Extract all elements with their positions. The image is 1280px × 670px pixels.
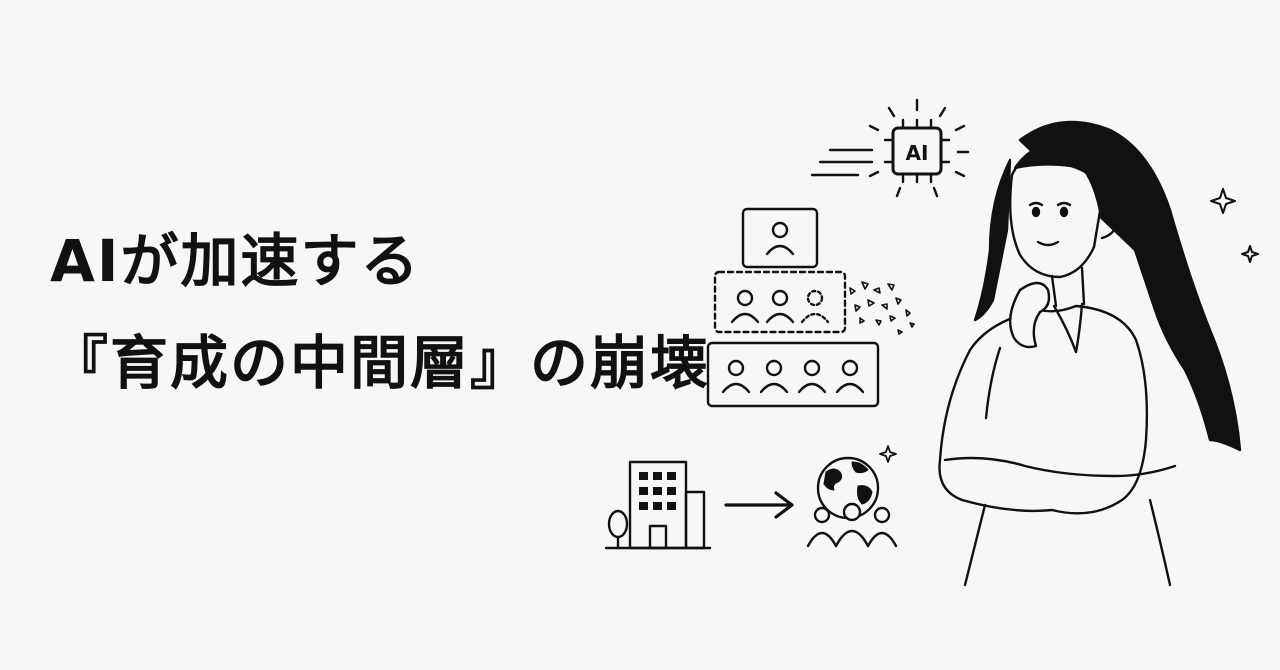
ai-chip-icon: AI [810,98,970,198]
office-building-icon [604,460,712,550]
sparkle-icon [1210,188,1259,263]
ai-chip-label: AI [906,141,929,165]
globe-people-icon [806,445,898,548]
headline-line-2: 『育成の中間層』の崩壊 [50,329,711,397]
org-pyramid-icon [706,207,915,408]
arrow-right-icon [724,491,794,519]
thinking-woman-illustration [938,120,1242,587]
headline: AIが加速する 『育成の中間層』の崩壊 [50,227,711,397]
headline-line-1: AIが加速する [50,227,421,295]
